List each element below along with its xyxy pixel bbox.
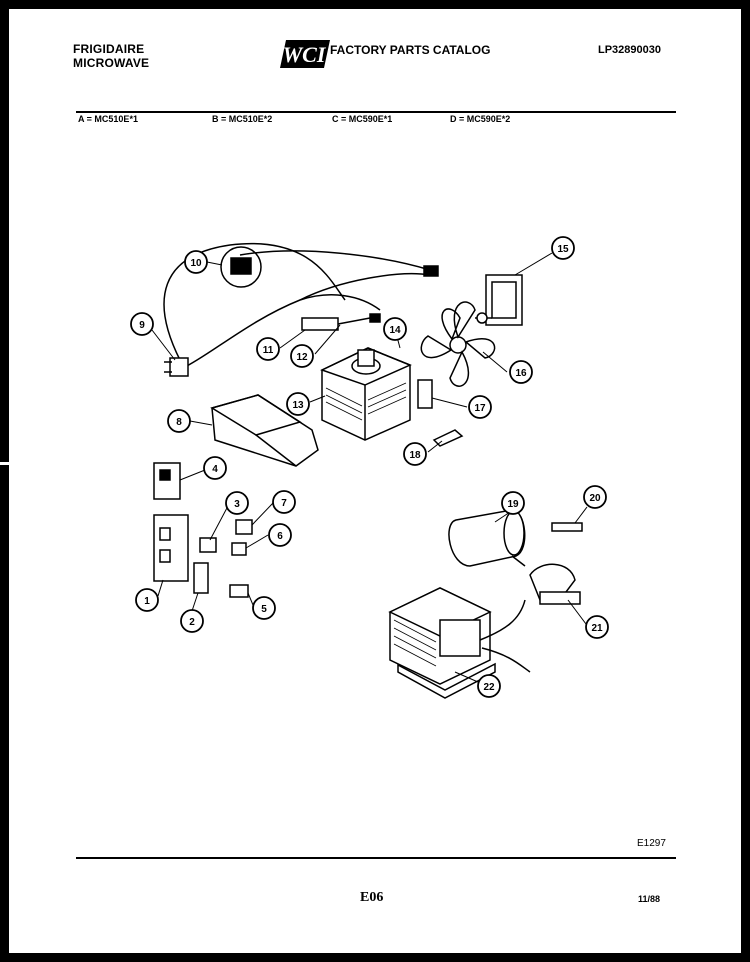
callout-6 — [268, 523, 292, 547]
connector-inset — [220, 246, 262, 288]
callout-22 — [477, 674, 501, 698]
callout-label-8: 8 — [176, 417, 182, 428]
scan-edge-mark — [0, 462, 9, 465]
callout-21 — [585, 615, 609, 639]
hv-transformer — [388, 587, 531, 699]
logo-text: WCI — [283, 42, 327, 67]
callout-16 — [509, 360, 533, 384]
callout-14 — [383, 317, 407, 341]
callout-11 — [256, 337, 280, 361]
callout-label-20: 20 — [589, 493, 601, 504]
power-plug — [169, 357, 189, 377]
diagram-code: E1297 — [637, 838, 666, 849]
callout-3 — [225, 491, 249, 515]
catalog-date: 11/88 — [638, 894, 661, 904]
interlock-switch-2 — [193, 562, 209, 594]
catalog-page — [9, 9, 741, 953]
callout-5 — [252, 596, 276, 620]
header-rule — [76, 111, 676, 113]
callout-label-18: 18 — [409, 450, 421, 461]
callout-9 — [130, 312, 154, 336]
callout-label-10: 10 — [190, 258, 202, 269]
callout-label-12: 12 — [296, 352, 308, 363]
callout-label-15: 15 — [557, 244, 569, 255]
callout-label-17: 17 — [474, 403, 486, 414]
switch-5 — [229, 584, 249, 598]
callout-label-1: 1 — [144, 596, 150, 607]
brand-line-2: MICROWAVE — [73, 56, 150, 70]
callout-label-16: 16 — [515, 368, 527, 379]
model-c: C = MC590E*1 — [332, 114, 393, 124]
model-d: D = MC590E*2 — [450, 114, 511, 124]
hv-capacitor — [448, 509, 526, 567]
terminal-block — [301, 317, 339, 331]
callout-2 — [180, 609, 204, 633]
brand-line-1: FRIGIDAIRE — [73, 42, 145, 56]
callout-13 — [286, 392, 310, 416]
fan-bracket — [417, 379, 433, 409]
callout-label-22: 22 — [483, 682, 495, 693]
callout-8 — [167, 409, 191, 433]
catalog-title: FACTORY PARTS CATALOG — [330, 43, 491, 57]
callout-1 — [135, 588, 159, 612]
callout-label-2: 2 — [189, 617, 195, 628]
callout-label-9: 9 — [139, 320, 145, 331]
switch-6 — [231, 542, 247, 556]
wci-logo: WCI — [280, 40, 330, 68]
callout-label-4: 4 — [212, 464, 218, 475]
model-b: B = MC510E*2 — [212, 114, 273, 124]
callout-label-19: 19 — [507, 499, 519, 510]
switch-7 — [235, 519, 253, 535]
callout-label-21: 21 — [591, 623, 603, 634]
callout-10 — [184, 250, 208, 274]
magnetron — [320, 347, 412, 441]
callout-label-13: 13 — [292, 400, 304, 411]
callout-20 — [583, 485, 607, 509]
fan-blade — [420, 301, 496, 387]
callout-label-14: 14 — [389, 325, 401, 336]
callout-7 — [272, 490, 296, 514]
latch-hook — [153, 462, 181, 500]
callout-17 — [468, 395, 492, 419]
callout-label-3: 3 — [234, 499, 240, 510]
footer-rule — [76, 857, 676, 859]
callout-12 — [290, 344, 314, 368]
callout-19 — [501, 491, 525, 515]
callout-label-11: 11 — [263, 345, 274, 356]
fan-motor — [475, 274, 523, 326]
page-number: E06 — [360, 890, 384, 905]
callout-label-7: 7 — [281, 498, 287, 509]
callout-4 — [203, 456, 227, 480]
brand-block: FRIGIDAIRE MICROWAVE — [73, 42, 149, 70]
callout-label-6: 6 — [277, 531, 283, 542]
power-cord — [182, 294, 381, 369]
hv-diode — [551, 522, 583, 532]
air-duct — [210, 394, 319, 467]
document-number: LP32890030 — [598, 44, 661, 56]
interlock-switch-3 — [199, 537, 217, 553]
latch-bracket — [153, 514, 189, 582]
capacitor-bracket — [529, 563, 581, 605]
model-a: A = MC510E*1 — [78, 114, 138, 124]
callout-18 — [403, 442, 427, 466]
callout-label-5: 5 — [261, 604, 267, 615]
callout-15 — [551, 236, 575, 260]
